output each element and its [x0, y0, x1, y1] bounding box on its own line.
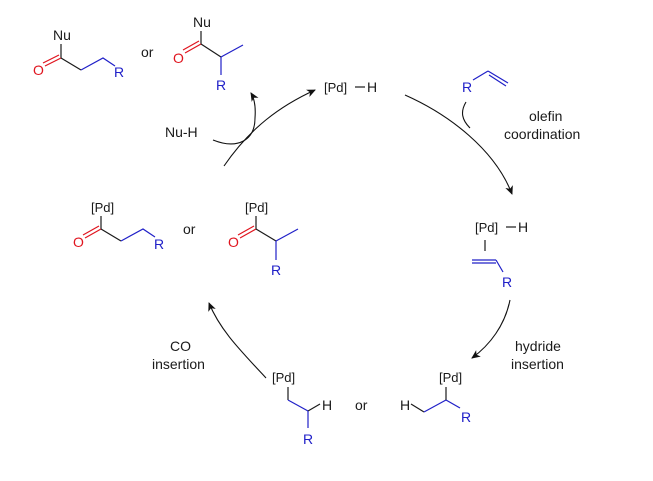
- r-bond: [445, 399, 461, 409]
- r-label: R: [502, 274, 512, 290]
- arrow-olefin-entry: [461, 101, 471, 129]
- hydride-label: H: [367, 79, 377, 95]
- alkyl-chain: [80, 57, 116, 71]
- double-bond: [84, 228, 102, 239]
- c-h-bond: [307, 403, 321, 412]
- step-label-1: olefin: [529, 108, 562, 124]
- methyl-bond: [275, 228, 299, 242]
- step-label-2: hydride: [515, 338, 561, 354]
- chain: [287, 399, 309, 412]
- oxygen-label: O: [73, 234, 84, 250]
- hydride-label: H: [518, 219, 528, 235]
- bond: [60, 57, 82, 71]
- methyl-bond: [220, 44, 244, 58]
- bond: [472, 70, 489, 81]
- r-label: R: [271, 262, 281, 278]
- arrow-product-release: [212, 92, 259, 145]
- chain: [423, 399, 447, 413]
- double-bond: [239, 228, 257, 239]
- pd-hydride-catalyst: [Pd] H: [324, 79, 377, 95]
- or-label: or: [141, 44, 154, 60]
- arrow-hydride-insertion: [471, 299, 511, 359]
- pd-label: [Pd]: [475, 220, 498, 235]
- bond: [100, 228, 122, 242]
- oxygen-label: O: [33, 62, 44, 78]
- acyl-pd-linear: [Pd] O R: [73, 200, 164, 252]
- r-label: R: [303, 431, 313, 447]
- r-label: R: [462, 79, 472, 95]
- alkyl-pd-linear: [Pd] H R: [272, 370, 332, 447]
- arrow-nucleophilic-attack: [223, 89, 316, 167]
- hydride-label: H: [322, 397, 332, 413]
- step-label-1b: coordination: [504, 126, 580, 142]
- pd-label: [Pd]: [272, 370, 295, 385]
- pd-label: [Pd]: [439, 370, 462, 385]
- nu-h-reagent: Nu-H: [165, 124, 198, 140]
- or-label: or: [183, 221, 196, 237]
- product-linear-ester: Nu O R: [33, 27, 124, 80]
- r-label: R: [461, 409, 471, 425]
- double-bond: [184, 43, 202, 54]
- r-label: R: [154, 236, 164, 252]
- arrow-olefin-coordination: [404, 94, 513, 195]
- nu-label: Nu: [193, 14, 211, 30]
- olefin-substrate: R: [462, 70, 509, 95]
- bond: [200, 43, 222, 58]
- r-bond: [495, 259, 504, 273]
- pd-olefin-complex: [Pd] H R: [472, 219, 528, 290]
- r-label: R: [216, 77, 226, 93]
- c-h-bond: [410, 403, 425, 413]
- r-label: R: [114, 64, 124, 80]
- oxygen-label: O: [228, 234, 239, 250]
- alkyl-chain: [120, 228, 156, 242]
- double-bond: [487, 70, 509, 84]
- arrow-co-insertion: [208, 302, 267, 379]
- hydride-label: H: [400, 397, 410, 413]
- pd-label: [Pd]: [324, 80, 347, 95]
- step-label-3b: insertion: [152, 356, 205, 372]
- product-branched-ester: Nu O R: [173, 14, 244, 93]
- step-label-3: CO: [170, 338, 191, 354]
- acyl-pd-branched: [Pd] O R: [228, 200, 299, 278]
- or-label: or: [355, 397, 368, 413]
- pd-label: [Pd]: [91, 200, 114, 215]
- step-label-2b: insertion: [511, 356, 564, 372]
- bond: [255, 228, 277, 242]
- pd-label: [Pd]: [245, 200, 268, 215]
- nu-label: Nu: [53, 27, 71, 43]
- oxygen-label: O: [173, 50, 184, 66]
- alkyl-pd-branched: H [Pd] R: [400, 370, 471, 425]
- double-bond: [44, 57, 62, 67]
